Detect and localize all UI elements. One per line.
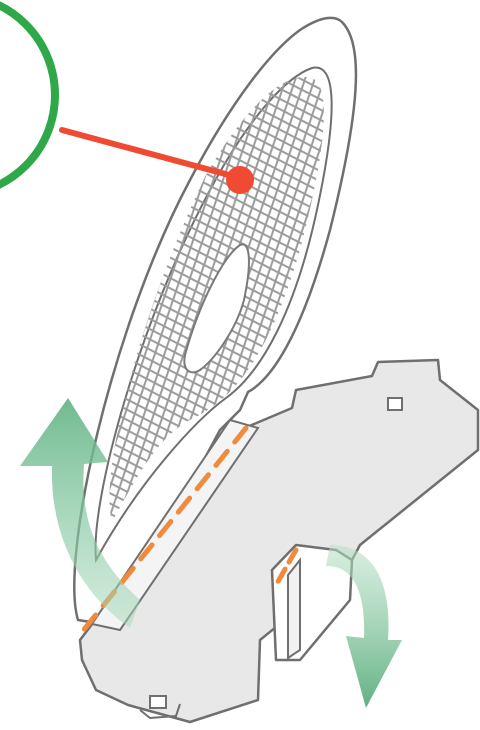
callout-dot-icon [226, 166, 254, 194]
side-bracket-inner [288, 560, 300, 658]
callout-circle [0, 0, 55, 195]
base-slot-bottom [150, 696, 166, 708]
base-slot-top [388, 398, 402, 410]
